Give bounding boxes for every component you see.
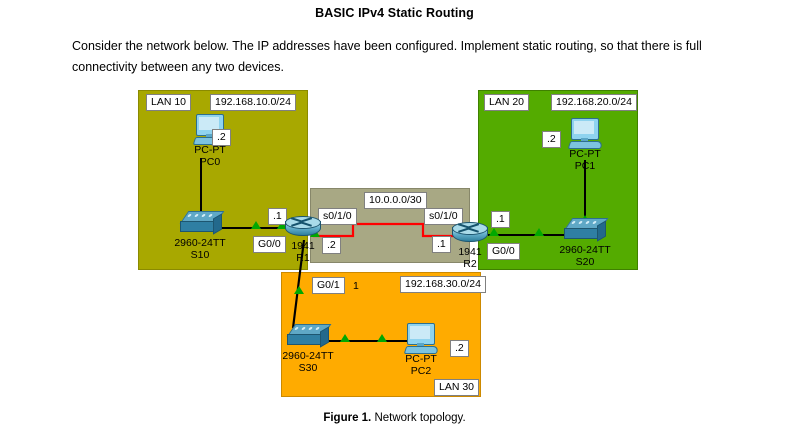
connector-marker-pc2-left bbox=[377, 334, 387, 342]
link-r1-s30 bbox=[291, 240, 306, 329]
device-label-r2-name: R2 bbox=[463, 258, 477, 270]
device-label-s30-name: S30 bbox=[298, 362, 318, 374]
device-label-pc0-model: PC-PT bbox=[194, 144, 226, 156]
switch-front-icon bbox=[180, 221, 216, 232]
zone-label-lan10: LAN 10 bbox=[146, 94, 192, 111]
interface-label-r2-s0100: s0/1/0 bbox=[424, 208, 463, 225]
device-label-r1-model: 1941 bbox=[291, 240, 315, 252]
zone-network-wan: 10.0.0.0/30 bbox=[364, 192, 427, 209]
ip-octet-pc1: .2 bbox=[542, 131, 561, 148]
connector-marker-s10-right bbox=[251, 221, 261, 229]
interface-label-r1-g00: G0/0 bbox=[253, 236, 286, 253]
monitor-neck-icon bbox=[581, 138, 588, 142]
device-label-pc1-name: PC1 bbox=[574, 160, 596, 172]
switch-ports-icon bbox=[186, 213, 215, 218]
figure-caption-label: Figure 1. bbox=[323, 412, 372, 424]
connector-marker-s20-left bbox=[534, 228, 544, 236]
monitor-neck-icon bbox=[206, 134, 213, 138]
device-label-pc2-name: PC2 bbox=[410, 365, 432, 377]
zone-lan20 bbox=[478, 90, 638, 270]
interface-label-r2-g00: G0/0 bbox=[487, 243, 520, 260]
monitor-screen-icon bbox=[407, 323, 435, 345]
ip-octet-r2-g00: .1 bbox=[491, 211, 510, 228]
device-icon-s10[interactable] bbox=[179, 211, 225, 235]
ip-octet-r1-s0100: .2 bbox=[322, 237, 341, 254]
connector-marker-r1-g01 bbox=[294, 286, 304, 294]
monitor-screen-icon bbox=[571, 118, 599, 140]
device-icon-r2[interactable] bbox=[452, 222, 488, 242]
link-s20-pc1 bbox=[584, 160, 586, 235]
ip-octet-r1-g01: 1 bbox=[353, 280, 359, 292]
ip-octet-pc0: .2 bbox=[212, 129, 231, 146]
device-label-pc0-name: PC0 bbox=[199, 156, 221, 168]
device-label-s10-model: 2960-24TT bbox=[174, 237, 226, 249]
switch-front-icon bbox=[287, 334, 323, 345]
connector-marker-r1-g00 bbox=[277, 221, 287, 229]
zone-label-lan30: LAN 30 bbox=[434, 379, 480, 396]
zone-network-lan30: 192.168.30.0/24 bbox=[400, 276, 486, 293]
connector-marker-r2-g00 bbox=[489, 228, 499, 236]
intro-paragraph: Consider the network below. The IP addre… bbox=[72, 39, 702, 74]
link-s10-r1 bbox=[200, 227, 298, 229]
ip-octet-r2-s0100: .1 bbox=[432, 236, 451, 253]
device-label-s20-model: 2960-24TT bbox=[559, 244, 611, 256]
device-icon-r1[interactable] bbox=[285, 216, 321, 236]
interface-label-r1-s0100: s0/1/0 bbox=[318, 208, 357, 225]
ip-octet-pc2: .2 bbox=[450, 340, 469, 357]
device-label-s20-name: S20 bbox=[575, 256, 595, 268]
ip-octet-r1-g00: .1 bbox=[268, 208, 287, 225]
page-title: BASIC IPv4 Static Routing bbox=[315, 6, 474, 20]
figure-caption-text: Network topology. bbox=[371, 412, 466, 424]
device-label-pc2-model: PC-PT bbox=[405, 353, 437, 365]
device-icon-pc1[interactable] bbox=[567, 118, 604, 149]
switch-ports-icon bbox=[293, 326, 322, 331]
switch-ports-icon bbox=[570, 220, 599, 225]
zone-network-lan20: 192.168.20.0/24 bbox=[551, 94, 637, 111]
zone-network-lan10: 192.168.10.0/24 bbox=[210, 94, 296, 111]
device-label-r2-model: 1941 bbox=[458, 246, 482, 258]
link-pc0-s10 bbox=[200, 158, 202, 228]
device-icon-s30[interactable] bbox=[286, 324, 332, 348]
link-s30-pc2 bbox=[300, 340, 412, 342]
router-arrows-icon bbox=[291, 217, 313, 227]
router-arrows-icon bbox=[458, 223, 480, 233]
figure-caption: Figure 1. Network topology. bbox=[0, 412, 789, 424]
device-label-s10-name: S10 bbox=[190, 249, 210, 261]
device-icon-pc2[interactable] bbox=[403, 323, 440, 354]
device-label-r1-name: R1 bbox=[296, 252, 310, 264]
device-label-pc1-model: PC-PT bbox=[569, 148, 601, 160]
device-label-s30-model: 2960-24TT bbox=[282, 350, 334, 362]
zone-label-lan20: LAN 20 bbox=[484, 94, 530, 111]
switch-front-icon bbox=[564, 228, 600, 239]
monitor-neck-icon bbox=[417, 343, 424, 347]
connector-marker-s30-right bbox=[340, 334, 350, 342]
device-icon-s20[interactable] bbox=[563, 218, 609, 242]
interface-label-r1-g01: G0/1 bbox=[312, 277, 345, 294]
